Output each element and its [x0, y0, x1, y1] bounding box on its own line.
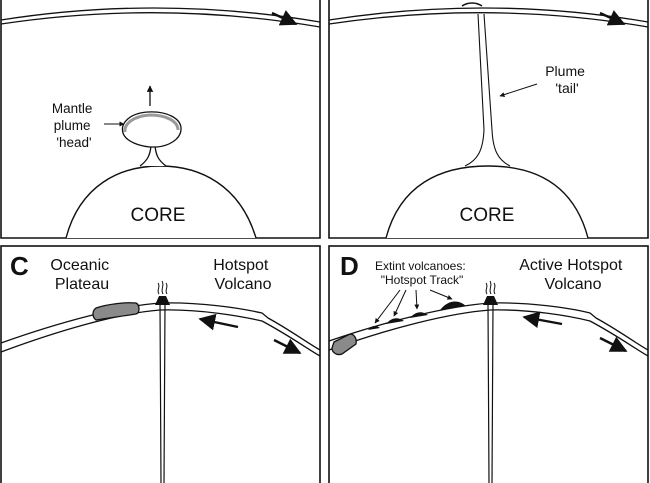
panel-d-seamount-1	[368, 325, 380, 330]
panel-d-ridge-arrow-left	[522, 311, 563, 329]
panel-a: CORE Mantle plume 'head'	[0, 0, 321, 239]
panel-d-seamount-4	[440, 301, 466, 310]
panel-b-label-pointer	[499, 83, 538, 97]
panel-c-ridge-arrow-right	[273, 338, 302, 355]
panel-c-volcano-smoke	[157, 280, 168, 295]
panel-c-hotspot-volcano-label: Hotspot Volcano	[213, 257, 273, 293]
panel-d-frame	[328, 245, 649, 483]
panel-a-plate-motion-arrow	[271, 10, 298, 26]
panel-a-plume-head-label: Mantle plume 'head'	[52, 101, 96, 150]
panel-d-hotspot-track-label: Extint volcanoes: "Hotspot Track"	[375, 259, 469, 287]
panel-d-plume-conduit	[487, 303, 494, 483]
panel-b-plume-tail	[464, 13, 511, 167]
panel-d-active-hotspot-label: Active Hotspot Volcano	[519, 257, 627, 293]
panel-b-core-label: CORE	[460, 205, 515, 226]
panel-c-plume-conduit	[159, 303, 166, 483]
panel-c-ridge-arrow-left	[198, 313, 239, 331]
panel-d: D Extint volcanoes: "Hotspot Track"	[328, 245, 649, 483]
panel-b-plate-motion-arrow	[599, 10, 626, 26]
panel-d-letter: D	[340, 251, 359, 281]
panel-b-plume-head-remnant	[461, 2, 483, 7]
panel-a-plume-head-rim	[123, 113, 180, 133]
panel-d-oceanic-plateau	[331, 333, 357, 356]
panel-c-lithosphere-upper	[0, 302, 321, 351]
panel-c-letter: C	[10, 251, 29, 281]
panel-a-core	[65, 165, 257, 239]
panel-a-plume-stem	[139, 145, 167, 167]
panel-b: CORE Plume 'tail'	[328, 0, 649, 239]
panel-b-core	[385, 165, 589, 239]
panel-c: C Oceanic Plateau Hotspot Volcano	[0, 245, 321, 483]
panel-d-ridge-arrow-right	[599, 336, 628, 353]
panel-d-seamount-2	[386, 318, 404, 324]
panel-b-plume-tail-label: Plume 'tail'	[545, 63, 589, 96]
panel-d-volcano-smoke	[485, 280, 496, 295]
panel-a-lithosphere-lower	[0, 12, 321, 28]
panel-d-active-volcano	[483, 296, 498, 305]
panel-d-track-pointers	[374, 289, 453, 324]
panel-c-lithosphere-lower	[0, 309, 321, 357]
panel-c-hotspot-volcano	[155, 296, 170, 305]
panel-c-oceanic-plateau-label: Oceanic Plateau	[50, 257, 113, 293]
panel-c-oceanic-plateau	[92, 302, 140, 321]
panel-c-frame	[0, 245, 321, 483]
panel-d-lithosphere-upper	[328, 302, 649, 351]
panel-d-seamount-3	[410, 312, 428, 318]
panel-a-core-label: CORE	[131, 205, 186, 226]
panel-a-plume-head	[121, 111, 182, 148]
